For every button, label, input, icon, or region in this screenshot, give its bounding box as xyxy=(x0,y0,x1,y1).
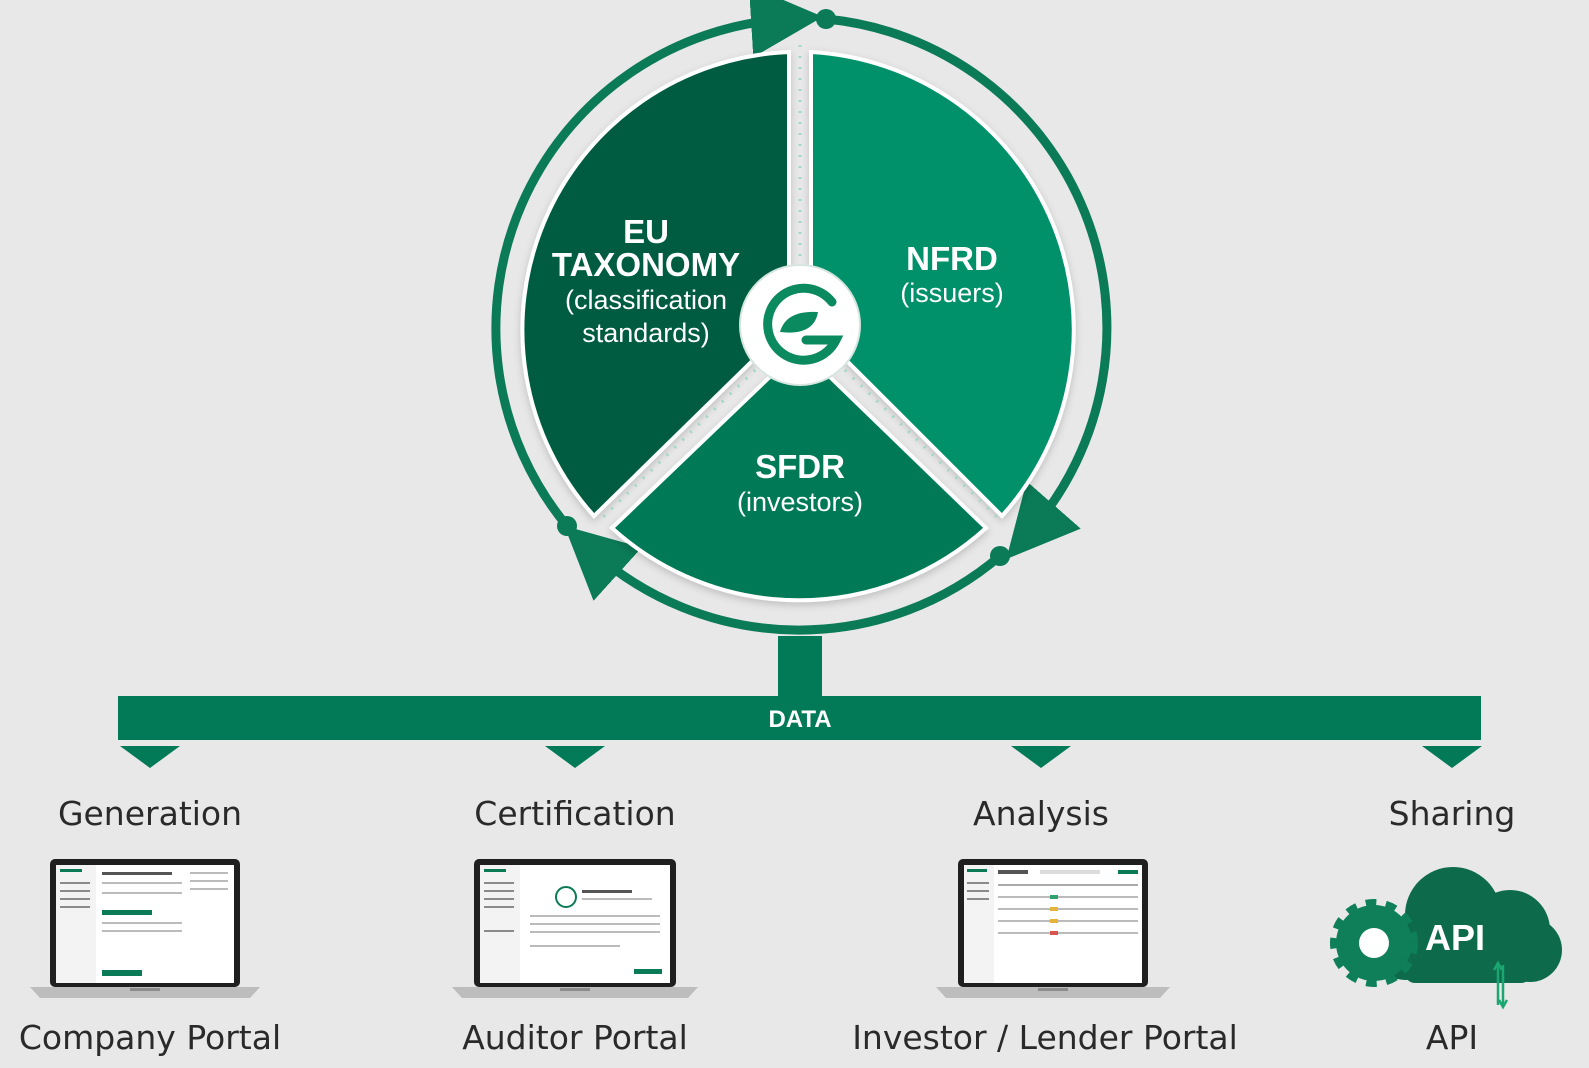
nfrd-text: NFRD (issuers) xyxy=(900,240,1004,308)
pointer-generation xyxy=(120,746,180,768)
auditor-portal-laptop xyxy=(452,859,698,998)
eu-taxonomy-title-1: EU xyxy=(623,213,669,250)
stage-analysis: Analysis xyxy=(973,794,1109,833)
cycle-arrow-right-dot xyxy=(816,9,836,29)
cycle-arrows xyxy=(491,0,1112,635)
portal-api: API xyxy=(1426,1018,1478,1057)
center-logo xyxy=(739,264,861,386)
eu-taxonomy-text: EU TAXONOMY (classification standards) xyxy=(552,213,740,348)
cycle-arrow-left-dot xyxy=(557,516,577,536)
pointer-analysis xyxy=(1011,746,1071,768)
cycle-arrow-left xyxy=(491,0,823,529)
portal-investor-lender: Investor / Lender Portal xyxy=(852,1018,1238,1057)
investor-lender-portal-laptop xyxy=(936,859,1170,998)
segment-nfrd xyxy=(809,49,1076,519)
cycle-pie xyxy=(520,49,1076,603)
api-badge-label: API xyxy=(1425,917,1485,958)
stage-labels: Generation Certification Analysis Sharin… xyxy=(58,794,1515,833)
sync-arrows-icon xyxy=(1492,960,1509,1010)
leaf-g-logo-icon xyxy=(763,283,844,365)
data-stem xyxy=(778,636,822,698)
cycle-arrow-right xyxy=(825,14,1112,560)
sfdr-title: SFDR xyxy=(755,448,845,485)
portal-company: Company Portal xyxy=(19,1018,281,1057)
sfdr-subtitle: (investors) xyxy=(737,487,863,517)
segment-eu-taxonomy xyxy=(520,49,791,519)
company-portal-laptop xyxy=(30,859,260,998)
api-badge: API xyxy=(1330,867,1562,1010)
nfrd-subtitle: (issuers) xyxy=(900,278,1004,308)
stage-sharing: Sharing xyxy=(1389,794,1516,833)
segment-sfdr xyxy=(609,345,989,603)
eu-taxonomy-title-2: TAXONOMY xyxy=(552,246,740,283)
data-bar-pointers xyxy=(120,746,1482,768)
data-bar-label: DATA xyxy=(768,706,831,733)
portal-auditor: Auditor Portal xyxy=(462,1018,688,1057)
eu-taxonomy-subtitle-2: standards) xyxy=(582,318,710,348)
stage-certification: Certification xyxy=(474,794,675,833)
gear-icon xyxy=(1330,899,1418,987)
data-bar: DATA xyxy=(118,696,1481,740)
cycle-arrow-bottom xyxy=(564,525,1003,635)
pointer-certification xyxy=(545,746,605,768)
sfdr-text: SFDR (investors) xyxy=(737,448,863,517)
cycle-arrow-bottom-dot xyxy=(990,546,1010,566)
pointer-sharing xyxy=(1422,746,1482,768)
segment-dividers xyxy=(598,45,1002,522)
nfrd-title: NFRD xyxy=(906,240,998,277)
stage-generation: Generation xyxy=(58,794,242,833)
eu-taxonomy-subtitle-1: (classification xyxy=(565,285,727,315)
